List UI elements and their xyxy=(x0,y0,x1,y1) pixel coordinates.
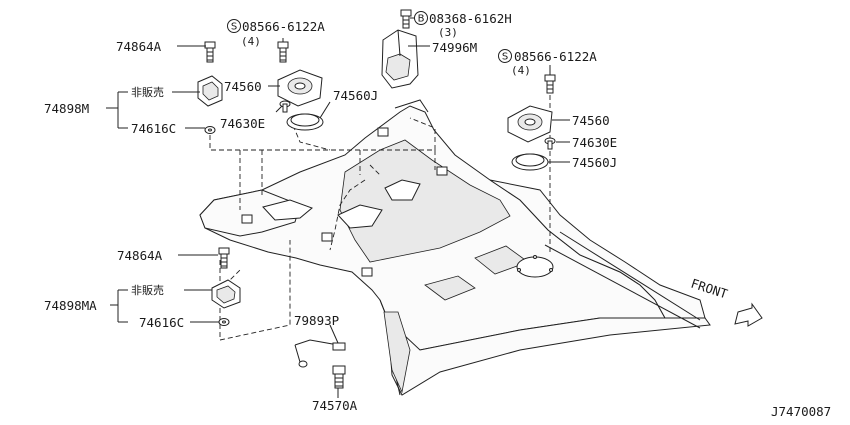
bolt-08368-6162h xyxy=(400,9,412,29)
clip-74898m-top xyxy=(197,75,223,107)
ring-74560j-right xyxy=(511,153,549,171)
washer-74616c-top xyxy=(204,126,216,134)
diagram-id: J7470087 xyxy=(771,404,831,419)
svg-text:S: S xyxy=(231,22,237,33)
bolt-74864a-top xyxy=(204,41,216,63)
label-74560j-right: 74560J xyxy=(572,155,617,170)
label-qty-top-left: (4) xyxy=(241,35,261,48)
svg-text:B: B xyxy=(418,14,425,25)
symbol-s-top-left: S xyxy=(227,19,241,33)
speaker-74560-right xyxy=(507,105,553,143)
label-74864a-bottom: 74864A xyxy=(117,248,163,263)
label-74616c-top: 74616C xyxy=(131,121,176,136)
label-74996m: 74996M xyxy=(432,40,477,55)
bolt-74864a-bottom xyxy=(218,247,230,269)
washer-74616c-bottom xyxy=(218,318,230,326)
bracket-74996m xyxy=(381,29,419,89)
label-74560j-left: 74560J xyxy=(333,88,378,103)
symbol-b-top: B xyxy=(414,11,428,25)
label-08566-6122a-top: 08566-6122A xyxy=(242,19,325,34)
clip-74630e-left xyxy=(279,100,291,113)
leader-lines xyxy=(106,17,570,398)
svg-text:S: S xyxy=(502,52,508,63)
label-74898m: 74898M xyxy=(44,101,89,116)
label-74630e-right: 74630E xyxy=(572,135,617,150)
screw-08566-6122a-top xyxy=(277,41,289,63)
floor-carpet xyxy=(199,99,711,396)
label-not-for-sale-bottom: 非販売 xyxy=(131,284,164,297)
label-08566-6122a-right: 08566-6122A xyxy=(514,49,597,64)
harness-79893p xyxy=(294,339,346,368)
label-qty-right: (4) xyxy=(511,64,531,77)
bolt-74570a xyxy=(332,365,346,389)
screw-08566-6122a-right xyxy=(544,74,556,94)
ring-74560j-left xyxy=(286,113,324,131)
symbol-s-right: S xyxy=(498,49,512,63)
label-not-for-sale-top: 非販売 xyxy=(131,86,164,99)
label-74616c-bottom: 74616C xyxy=(139,315,184,330)
label-79893p: 79893P xyxy=(294,313,339,328)
clip-74630e-right xyxy=(544,137,556,150)
label-74630e-left: 74630E xyxy=(220,116,265,131)
labels: 74864A 74898M 非販売 74616C 08566-6122A (4)… xyxy=(44,11,831,419)
label-qty-top: (3) xyxy=(438,26,458,39)
speaker-74560-left xyxy=(277,69,323,107)
label-74560-left: 74560 xyxy=(224,79,262,94)
label-08368-6162h: 08368-6162H xyxy=(429,11,512,26)
front-arrow-icon xyxy=(734,302,763,327)
label-74898ma: 74898MA xyxy=(44,298,97,313)
label-74864a-top: 74864A xyxy=(116,39,162,54)
label-74570a: 74570A xyxy=(312,398,358,413)
label-74560-right: 74560 xyxy=(572,113,610,128)
clip-74898ma-bottom xyxy=(211,279,241,309)
